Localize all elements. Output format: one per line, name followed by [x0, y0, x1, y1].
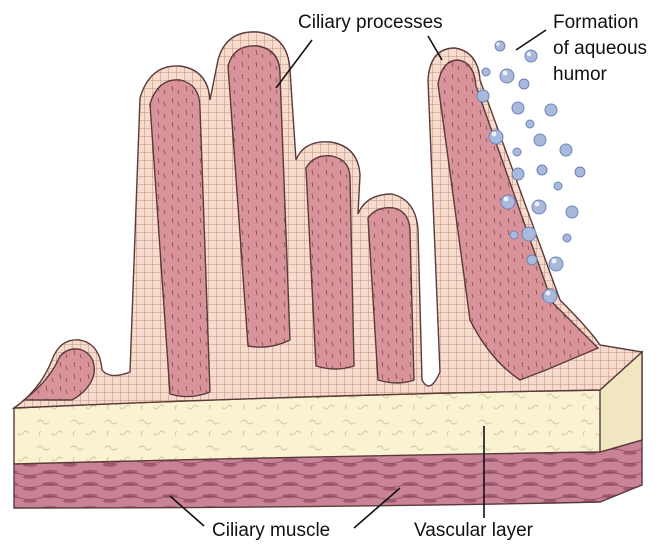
label-formation-line2: of aqueous	[553, 38, 647, 59]
leader-ciliary-processes-b	[427, 35, 443, 61]
leader-formation	[515, 29, 547, 51]
label-ciliary-processes: Ciliary processes	[298, 12, 443, 33]
leader-ciliary-processes-a	[275, 39, 313, 89]
process-2	[227, 45, 291, 348]
vascular-layer-block	[13, 350, 643, 465]
label-formation-line1: Formation	[553, 12, 639, 33]
label-vascular-layer: Vascular layer	[414, 520, 534, 541]
label-formation-line3: humor	[553, 64, 608, 85]
process-small-left	[21, 348, 95, 401]
ciliary-processes	[21, 45, 600, 401]
leader-lines	[169, 29, 547, 529]
process-1	[149, 79, 211, 398]
process-3	[305, 155, 355, 370]
leader-ciliary-muscle-b	[353, 487, 401, 529]
aqueous-humor-droplets	[476, 40, 586, 304]
aqueous-humor-droplet-icon	[476, 40, 586, 304]
label-ciliary-muscle: Ciliary muscle	[212, 520, 330, 541]
process-4	[367, 207, 415, 384]
leader-ciliary-muscle-a	[169, 495, 205, 527]
process-5-secreting	[437, 59, 600, 381]
